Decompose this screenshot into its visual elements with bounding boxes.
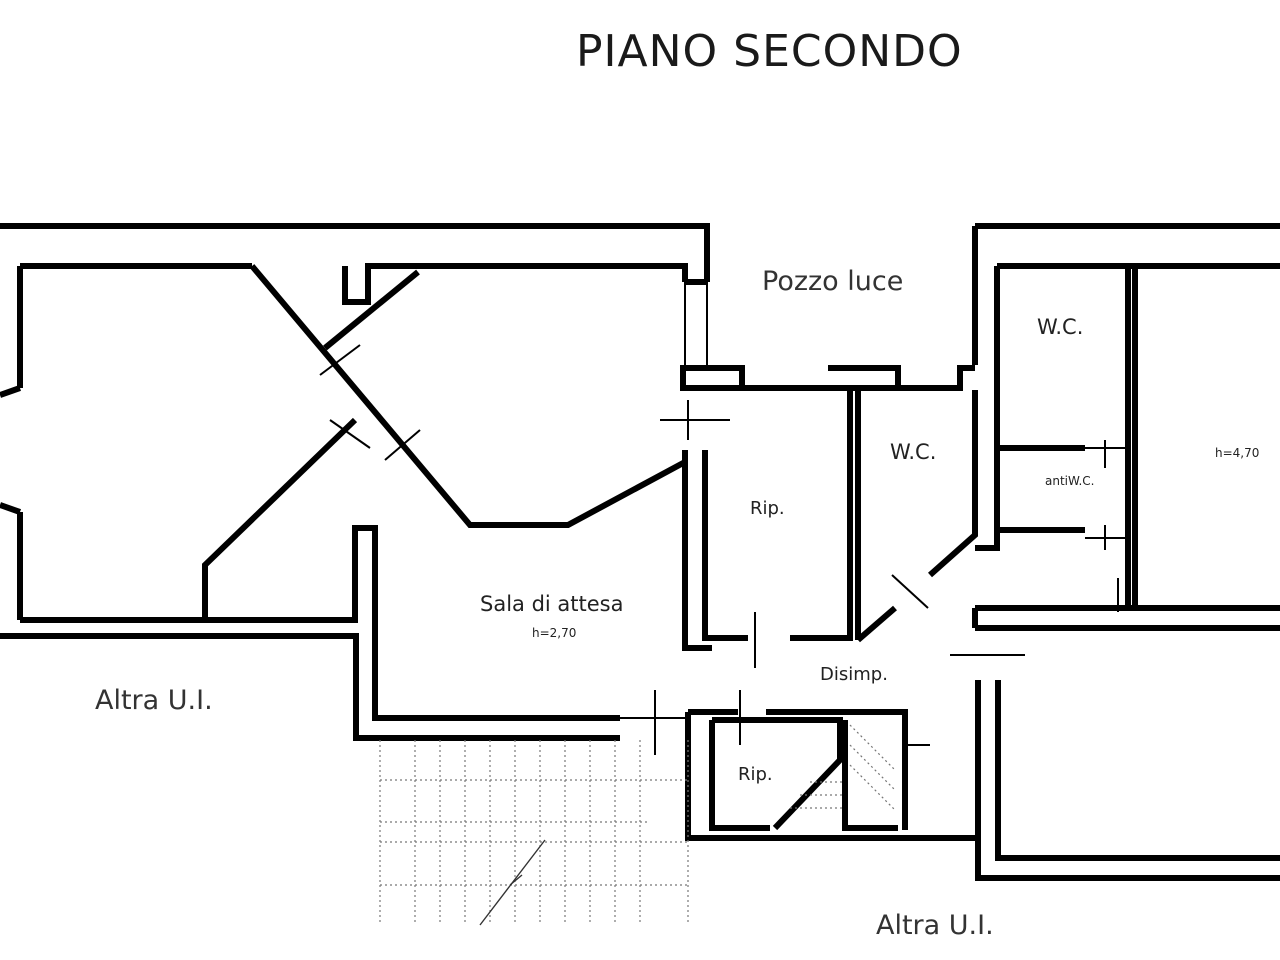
central-walls: [680, 282, 978, 651]
room-label-antiwc: antiW.C.: [1045, 474, 1095, 488]
room-label-disimp: Disimp.: [820, 664, 888, 685]
room-label-sala-attesa: Sala di attesa: [480, 592, 624, 616]
door-marks: [319, 344, 1125, 755]
room-label-pozzo-luce: Pozzo luce: [762, 266, 904, 297]
room-height-right: h=4,70: [1215, 446, 1260, 460]
staircase: [379, 740, 689, 926]
small-staircase: [790, 724, 896, 811]
plan-title: PIANO SECONDO: [576, 26, 963, 77]
room-label-wc-upper: W.C.: [1037, 315, 1084, 339]
lower-walls: [685, 709, 978, 841]
outer-walls: [0, 223, 710, 741]
room-label-rip-lower: Rip.: [738, 764, 773, 785]
room-height-sala: h=2,70: [532, 626, 577, 640]
room-label-altra-ui-left: Altra U.I.: [95, 685, 213, 716]
room-label-altra-ui-bottom: Altra U.I.: [876, 910, 994, 941]
room-label-wc-center: W.C.: [890, 440, 937, 464]
diagonal-walls: [202, 264, 687, 620]
right-walls: [972, 223, 1280, 881]
room-label-rip-center: Rip.: [750, 498, 785, 519]
